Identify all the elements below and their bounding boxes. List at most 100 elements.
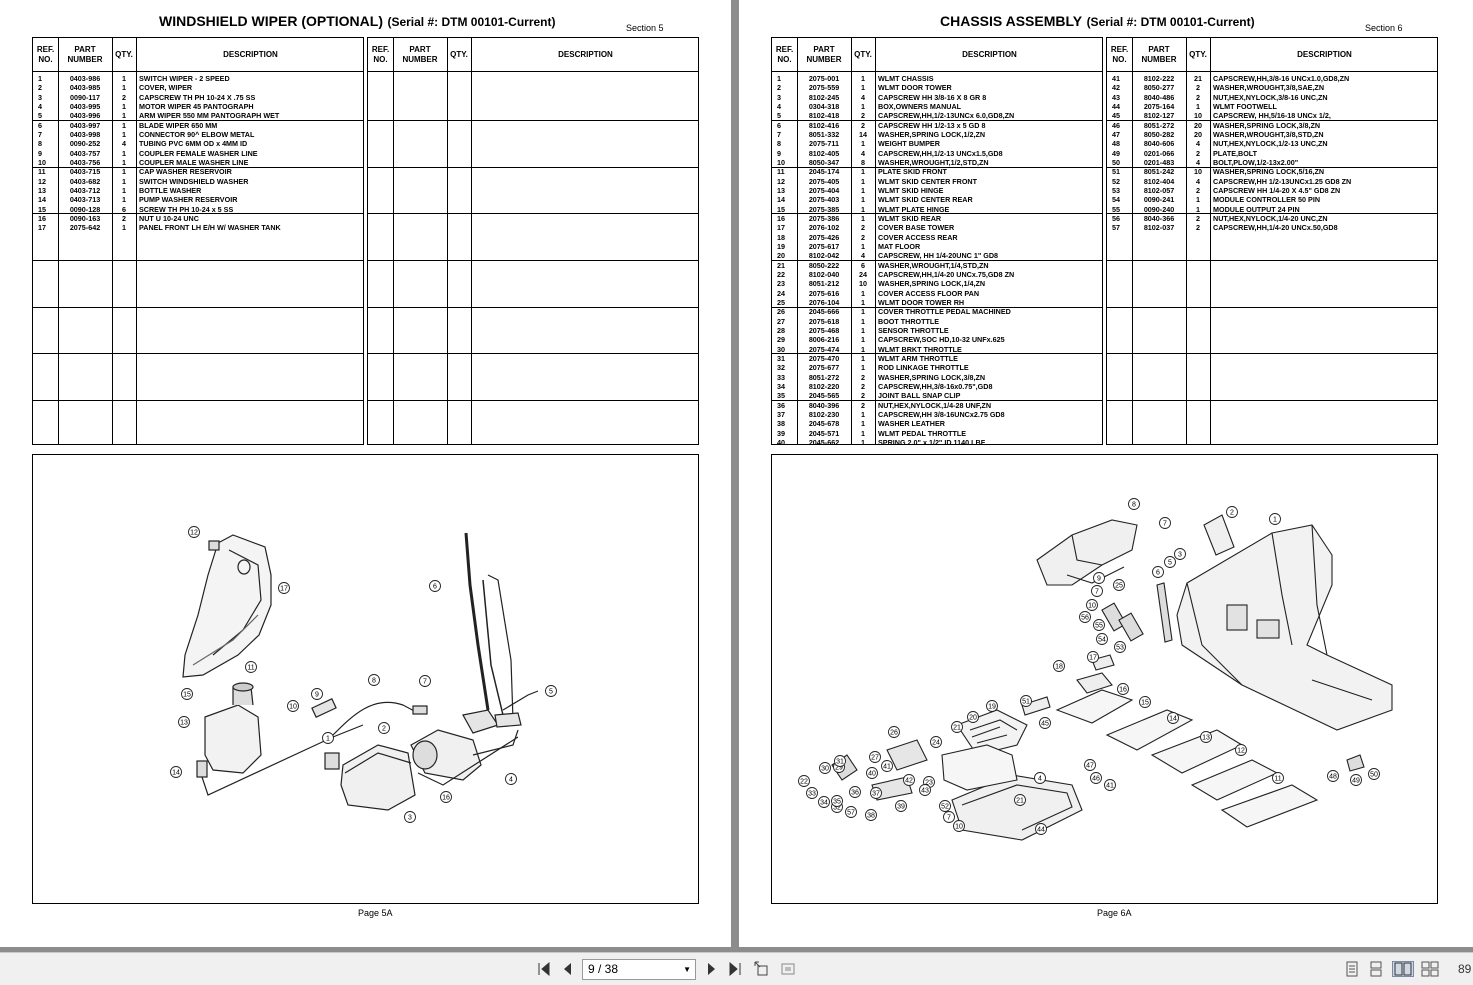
callout-number: 9	[1097, 576, 1101, 583]
page-number-input[interactable]: 9 / 38 ▼	[582, 959, 696, 980]
callout-bubble: 10	[953, 820, 965, 832]
qty-cell: 1	[122, 111, 126, 121]
qty-cell: 6	[122, 204, 126, 214]
description-cell: CAPSCREW TH PH 10-24 X .75 SS	[139, 92, 256, 102]
callout-bubble: 30	[819, 762, 831, 774]
page-5a: WINDSHIELD WIPER (OPTIONAL) (Serial #: D…	[0, 0, 731, 947]
description-cell: CAPSCREW,SOC HD,10-32 UNFx.625	[878, 335, 1005, 345]
callout-number: 56	[1081, 615, 1089, 622]
qty-cell: 4	[1196, 176, 1200, 186]
previous-page-icon[interactable]	[560, 961, 576, 977]
callout-bubble: 41	[881, 760, 893, 772]
callout-number: 57	[847, 810, 855, 817]
qty-cell: 1	[861, 419, 865, 429]
callout-bubble: 10	[287, 700, 299, 712]
callout-number: 30	[821, 766, 829, 773]
continuous-view-icon[interactable]	[1368, 961, 1384, 977]
two-page-continuous-icon[interactable]	[1420, 961, 1440, 977]
description-cell: WASHER,SPRING LOCK,3/8,ZN	[1213, 120, 1321, 130]
part-number-cell: 0090-241	[1143, 195, 1175, 205]
ref-no-cell: 10	[38, 157, 46, 167]
qty-cell: 2	[861, 400, 865, 410]
callout-bubble: 37	[870, 787, 882, 799]
last-page-icon[interactable]	[727, 961, 743, 977]
fit-width-icon[interactable]	[780, 961, 796, 977]
callout-bubble: 52	[939, 800, 951, 812]
part-number-cell: 8102-057	[1143, 185, 1175, 195]
page-title: CHASSIS ASSEMBLY (Serial #: DTM 00101-Cu…	[940, 13, 1255, 31]
callout-bubble: 4	[505, 773, 517, 785]
part-number-cell: 2075-677	[808, 363, 840, 373]
callout-bubble: 17	[278, 582, 290, 594]
ref-no-cell: 26	[777, 307, 785, 317]
qty-cell: 10	[859, 279, 867, 289]
description-cell: COVER THROTTLE PEDAL MACHINED	[878, 307, 1011, 317]
document-viewport[interactable]: WINDSHIELD WIPER (OPTIONAL) (Serial #: D…	[0, 0, 1473, 952]
description-cell: WASHER,SPRING LOCK,5/16,ZN	[1213, 167, 1325, 177]
group-divider	[772, 166, 1102, 168]
part-number-cell: 0403-713	[69, 195, 101, 205]
group-divider	[1107, 120, 1437, 122]
description-cell: CAPSCREW,HH 1/2-13UNCx1.25 GD8 ZN	[1213, 176, 1352, 186]
column-divider	[851, 38, 852, 444]
part-number-cell: 2075-618	[808, 316, 840, 326]
ref-no-cell: 10	[777, 157, 785, 167]
part-number-cell: 8050-282	[1143, 129, 1175, 139]
description-cell: PLATE,BOLT	[1213, 148, 1258, 158]
next-page-icon[interactable]	[703, 961, 719, 977]
fit-page-icon[interactable]	[754, 961, 770, 977]
callout-bubble: 33	[806, 787, 818, 799]
callout-bubble: 22	[798, 775, 810, 787]
column-header: QTY.	[115, 50, 133, 59]
group-divider	[33, 120, 363, 122]
description-cell: CAP WASHER RESERVOIR	[139, 167, 232, 177]
group-divider	[368, 166, 698, 168]
single-page-view-icon[interactable]	[1344, 961, 1360, 977]
group-divider	[1107, 400, 1437, 402]
description-cell: CAPSCREW,HH,3/8-16 UNCx1.0,GD8,ZN	[1213, 74, 1350, 83]
description-cell: WASHER,SPRING LOCK,1/4,ZN	[878, 279, 986, 289]
ref-no-cell: 40	[777, 437, 785, 447]
callout-number: 35	[833, 799, 841, 806]
qty-cell: 1	[861, 288, 865, 298]
ref-no-cell: 23	[777, 279, 785, 289]
description-cell: TUBING PVC 6MM OD x 4MM ID	[139, 139, 248, 149]
page-number-label: Page 6A	[1097, 908, 1132, 918]
part-number-cell: 0403-682	[69, 176, 101, 186]
qty-cell: 1	[861, 316, 865, 326]
viewer-toolbar: 9 / 38 ▼ 89	[0, 952, 1473, 985]
callout-number: 8	[1132, 502, 1136, 509]
ref-no-cell: 15	[38, 204, 46, 214]
ref-no-cell: 37	[777, 409, 785, 419]
qty-cell: 4	[122, 139, 126, 149]
zoom-level[interactable]: 89	[1458, 962, 1472, 976]
ref-no-cell: 2	[777, 83, 781, 93]
callout-number: 18	[1055, 664, 1063, 671]
ref-no-cell: 1	[38, 74, 42, 83]
part-number-cell: 2075-617	[808, 241, 840, 251]
description-cell: CAPSCREW HH 1/4-20 X 4.5" GD8 ZN	[1213, 185, 1341, 195]
section-label: Section 5	[626, 23, 664, 33]
part-number-cell: 2076-102	[808, 223, 840, 233]
chevron-down-icon[interactable]: ▼	[683, 965, 691, 974]
qty-cell: 21	[1194, 74, 1202, 83]
part-number-cell: 8040-486	[1143, 92, 1175, 102]
part-number-cell: 0090-240	[1143, 204, 1175, 214]
two-page-view-icon[interactable]	[1392, 961, 1414, 977]
column-header: QTY.	[1189, 50, 1207, 59]
column-header: DESCRIPTION	[223, 50, 278, 59]
first-page-icon[interactable]	[536, 961, 552, 977]
qty-cell: 4	[1196, 139, 1200, 149]
column-header: DESCRIPTION	[1297, 50, 1352, 59]
part-number-cell: 8102-040	[808, 269, 840, 279]
